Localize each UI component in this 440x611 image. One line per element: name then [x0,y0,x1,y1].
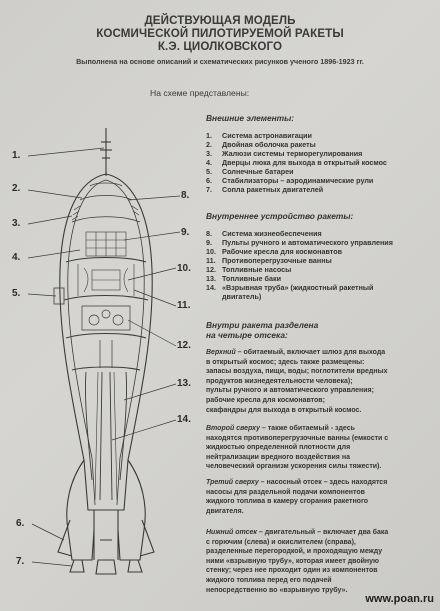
external-item: 3.Жалюзи системы терморегулирования [206,149,363,158]
callout-6: 6. [16,518,25,529]
stabilizer-left [57,519,73,557]
compartments-heading-2: на четыре отсека: [206,330,288,340]
title-line-3: К.Э. ЦИОЛКОВСКОГО [157,40,283,53]
external-item: 7.Сопла ракетных двигателей [206,185,324,194]
compartment-third: Третий сверху – насосный отсек – здесь н… [206,479,388,515]
callout-9: 9. [181,227,190,238]
callout-10: 10. [177,263,191,274]
callout-3: 3. [12,218,21,229]
callout-5: 5. [12,288,21,299]
compartments-heading-1: Внутри ракета разделена [206,320,319,330]
external-item: 6.Стабилизаторы – аэродинамические рули [206,176,374,185]
title-line-1: ДЕЙСТВУЮЩАЯ МОДЕЛЬ [144,14,296,27]
internal-item: 14.«Взрывная труба» (жидкостный ракетный [206,283,374,292]
callout-11: 11. [177,300,191,311]
scheme-heading: На схеме представлены: [150,88,250,98]
title-line-2: КОСМИЧЕСКОЙ ПИЛОТИРУЕМОЙ РАКЕТЫ [96,27,344,40]
internal-item: 11.Противоперегрузочные ванны [206,256,332,265]
internal-item: 12.Топливные насосы [206,265,292,274]
callout-8: 8. [181,190,190,201]
callout-12: 12. [177,340,191,351]
external-heading: Внешние элементы: [206,113,295,123]
internal-heading: Внутреннее устройство ракеты: [206,211,354,221]
callout-2: 2. [12,183,21,194]
internal-item: 8.Система жизнеобеспечения [206,229,322,238]
compartment-lower: Нижний отсек – двигательный – включает д… [206,529,389,594]
callout-7: 7. [16,556,25,567]
outer-hull [59,173,153,511]
compartment-second: Второй сверху – также обитаемый - здесь … [206,425,389,471]
internal-item: 10.Рабочие кресла для космонавтов [206,247,343,256]
nozzle [69,559,85,573]
internal-item-continued: двигатель) [222,292,262,301]
callout-leaders [27,147,181,567]
callout-1: 1. [12,150,21,161]
callout-4: 4. [12,252,21,263]
external-item: 5.Солнечные батареи [206,167,294,176]
internal-item: 9.Пульты ручного и автоматического управ… [206,238,393,247]
subtitle: Выполнена на основе описаний и схематиче… [76,57,364,66]
watermark: www.poan.ru [365,593,434,605]
compartment-upper: Верхний – обитаемый, включает шлюз для в… [206,349,388,414]
external-item: 2.Двойная оболочка ракеты [206,140,316,149]
stabilizer-right [139,519,155,557]
external-item: 4.Дверцы люка для выхода в открытый косм… [206,158,387,167]
callout-13: 13. [177,378,191,389]
internal-item: 13.Топливные баки [206,274,281,283]
external-item: 1.Система астронавигации [206,131,312,140]
callout-14: 14. [177,414,191,425]
